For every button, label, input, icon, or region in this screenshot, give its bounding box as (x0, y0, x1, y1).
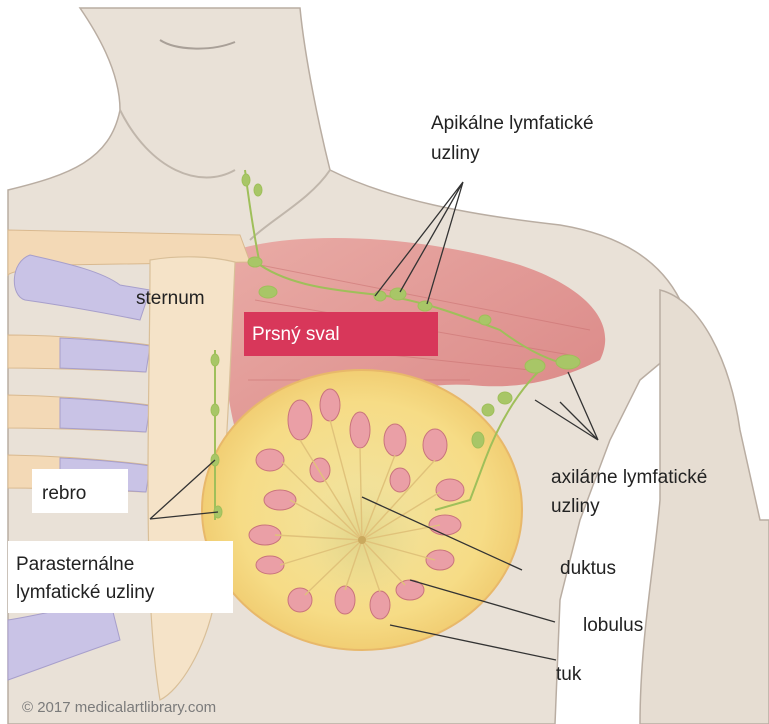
parasternal-nodes-label-line1: Parasternálne (16, 552, 134, 578)
apical-nodes-label-line2: uzliny (431, 141, 480, 167)
axillary-nodes-label-line2: uzliny (551, 494, 600, 520)
sternum-label: sternum (136, 286, 205, 312)
copyright-watermark: © 2017 medicalartlibrary.com (22, 699, 216, 716)
rib-label: rebro (42, 481, 86, 507)
breast-tissue (202, 370, 522, 650)
fat-label: tuk (556, 662, 581, 688)
apical-nodes-label-line1: Apikálne lymfatické (431, 111, 594, 137)
parasternal-nodes-label-line2: lymfatické uzliny (16, 580, 154, 606)
duct-label: duktus (560, 556, 616, 582)
axillary-nodes-label-line1: axilárne lymfatické (551, 465, 707, 491)
lobule-label: lobulus (583, 613, 643, 639)
pectoral-muscle-label: Prsný sval (252, 322, 340, 348)
